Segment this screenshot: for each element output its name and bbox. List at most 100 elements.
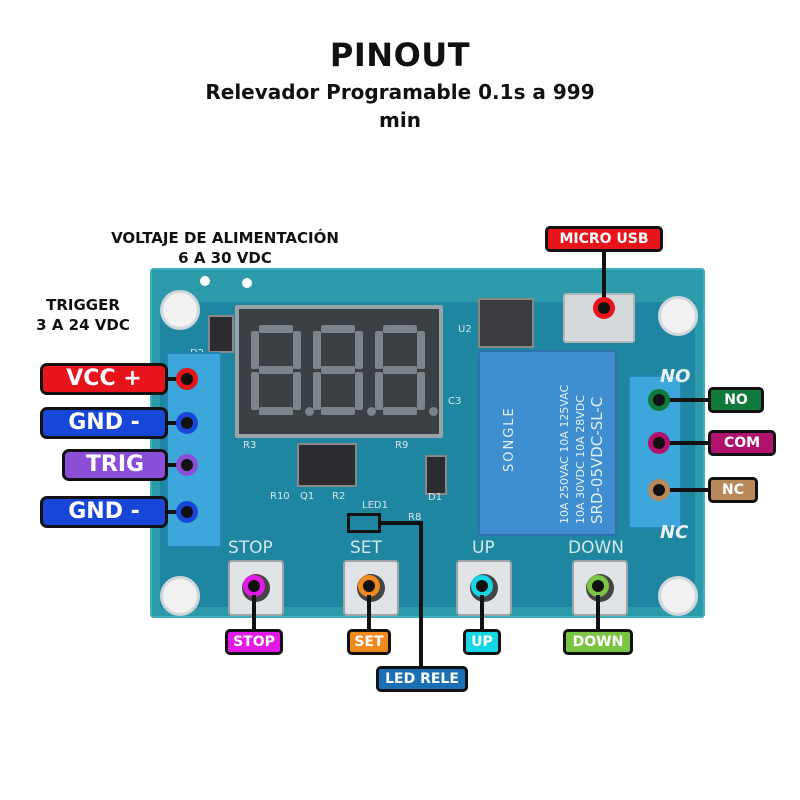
terminal-pin-marker	[648, 389, 670, 411]
supply-voltage-range: 6 A 30 VDC	[178, 249, 272, 267]
set-button-marker	[358, 575, 380, 597]
terminal-pin-marker	[176, 412, 198, 434]
silk-u2: U2	[458, 324, 472, 335]
up-button-marker	[471, 575, 493, 597]
page-subtitle-continued: min	[379, 108, 421, 132]
display-segment	[417, 331, 425, 369]
page-subtitle: Relevador Programable 0.1s a 999	[205, 80, 595, 104]
display-segment	[313, 372, 321, 410]
display-segment	[383, 325, 417, 333]
usb-pin-marker	[593, 297, 615, 319]
relay-rating-ac: 10A 250VAC 10A 125VAC	[558, 384, 571, 524]
display-segment	[321, 366, 355, 374]
pin-label-vcc: VCC +	[40, 363, 168, 395]
mount-hole-bottom-right	[658, 576, 698, 616]
display-segment	[417, 372, 425, 410]
mount-hole-top-right	[658, 296, 698, 336]
connector-line	[419, 521, 423, 669]
display-segment	[375, 372, 383, 410]
display-decimal-point	[305, 407, 314, 416]
supply-voltage-note: VOLTAJE DE ALIMENTACIÓN 6 A 30 VDC	[70, 228, 380, 268]
silk-down: DOWN	[568, 538, 624, 558]
silk-r10: R10	[270, 491, 290, 502]
connector-line	[596, 595, 600, 631]
display-segment	[259, 407, 293, 415]
silk-no: NO	[660, 366, 691, 387]
silk-set: SET	[350, 538, 382, 558]
terminal-pin-marker	[648, 479, 670, 501]
silk-r3: R3	[243, 440, 257, 451]
display-decimal-point	[367, 407, 376, 416]
via-hole	[200, 276, 210, 286]
display-digit	[375, 325, 438, 416]
display-segment	[375, 331, 383, 369]
pin-label-gnd-2: GND -	[40, 496, 168, 528]
optocoupler	[297, 443, 357, 487]
display-segment	[321, 407, 355, 415]
micro-usb-label: MICRO USB	[545, 226, 663, 252]
pin-label-com: COM	[708, 430, 776, 456]
silk-c3: C3	[448, 396, 462, 407]
connector-line	[381, 521, 421, 525]
display-digit	[251, 325, 314, 416]
display-segment	[251, 372, 259, 410]
display-segment	[293, 331, 301, 369]
display-segment	[355, 372, 363, 410]
silk-d1: D1	[428, 492, 443, 503]
display-segment	[383, 366, 417, 374]
down-label: DOWN	[563, 629, 633, 655]
display-segment	[313, 331, 321, 369]
trigger-note: TRIGGER 3 A 24 VDC	[18, 295, 148, 335]
display-segment	[259, 366, 293, 374]
terminal-pin-marker	[176, 454, 198, 476]
supply-voltage-title: VOLTAJE DE ALIMENTACIÓN	[111, 229, 339, 247]
connector-line	[660, 398, 710, 402]
trigger-title: TRIGGER	[46, 296, 120, 314]
connector-line	[160, 463, 188, 467]
pin-label-no: NO	[708, 387, 764, 413]
display-decimal-point	[429, 407, 438, 416]
silk-r2: R2	[332, 491, 346, 502]
mount-hole-bottom-left	[160, 576, 200, 616]
down-button-marker	[587, 575, 609, 597]
connector-line	[660, 441, 710, 445]
terminal-pin-marker	[648, 432, 670, 454]
display-segment	[251, 331, 259, 369]
silk-led1: LED1	[362, 500, 388, 511]
terminal-pin-marker	[176, 368, 198, 390]
connector-line	[367, 595, 371, 631]
terminal-pin-marker	[176, 501, 198, 523]
connector-line	[160, 421, 188, 425]
pin-label-trig: TRIG	[62, 449, 168, 481]
connector-line	[660, 488, 710, 492]
connector-line	[480, 595, 484, 631]
relay-brand: SONGLE	[502, 406, 517, 472]
connector-line	[160, 510, 188, 514]
connector-line	[602, 250, 606, 306]
display-segment	[259, 325, 293, 333]
display-segment	[321, 325, 355, 333]
up-label: UP	[463, 629, 501, 655]
pin-label-nc: NC	[708, 477, 758, 503]
pin-label-gnd: GND -	[40, 407, 168, 439]
silk-q1: Q1	[300, 491, 315, 502]
stop-button-marker	[243, 575, 265, 597]
silk-stop: STOP	[228, 538, 273, 558]
relay-model: SRD-05VDC-SL-C	[588, 396, 606, 524]
led-rele-highlight-box	[347, 513, 381, 533]
display-digit	[313, 325, 376, 416]
via-hole	[242, 278, 252, 288]
silk-r9: R9	[395, 440, 409, 451]
silk-up: UP	[472, 538, 495, 558]
set-label: SET	[347, 629, 391, 655]
seven-segment-display	[235, 305, 443, 438]
led-rele-label: LED RELE	[376, 666, 468, 692]
display-segment	[383, 407, 417, 415]
display-segment	[355, 331, 363, 369]
diode-d2	[208, 315, 234, 353]
connector-line	[160, 377, 188, 381]
display-segment	[293, 372, 301, 410]
diode-d1	[425, 455, 447, 495]
silk-r8: R8	[408, 512, 422, 523]
page-title: PINOUT	[329, 36, 471, 74]
